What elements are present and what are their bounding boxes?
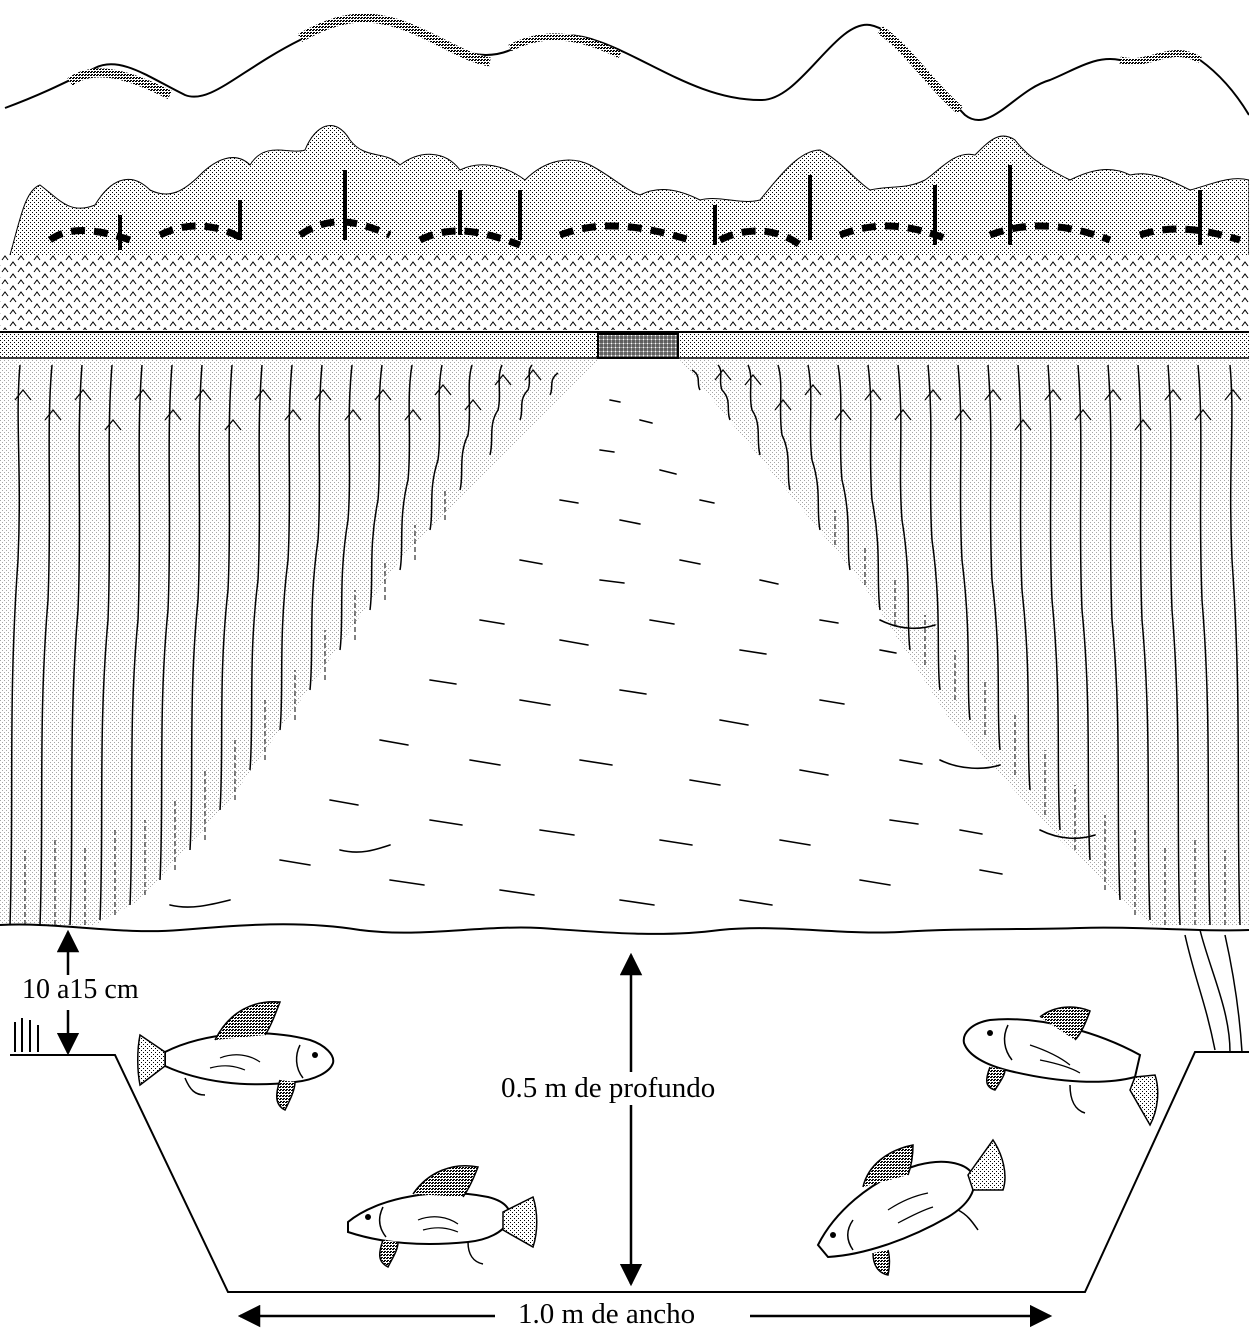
far-dike xyxy=(0,332,1249,358)
distant-tree-line xyxy=(0,126,1249,330)
mountain-ridge xyxy=(5,16,1249,120)
rice-plants-right xyxy=(680,360,1249,925)
fish-3 xyxy=(348,1166,537,1267)
right-rice-roots xyxy=(1185,930,1242,1052)
depth-label: 0.5 m de profundo xyxy=(497,1072,719,1105)
water-surface-line xyxy=(0,924,1249,934)
height-label: 10 a15 cm xyxy=(20,975,141,1005)
left-rice-stubs xyxy=(15,1018,38,1052)
fish-2 xyxy=(964,1007,1158,1125)
dimension-arrows xyxy=(68,932,1050,1316)
fish-4 xyxy=(818,1140,1005,1275)
width-label: 1.0 m de ancho xyxy=(512,1300,701,1329)
water-inlet-gate xyxy=(598,334,678,358)
fish-1 xyxy=(138,1002,334,1110)
rice-plants-left xyxy=(0,360,598,925)
